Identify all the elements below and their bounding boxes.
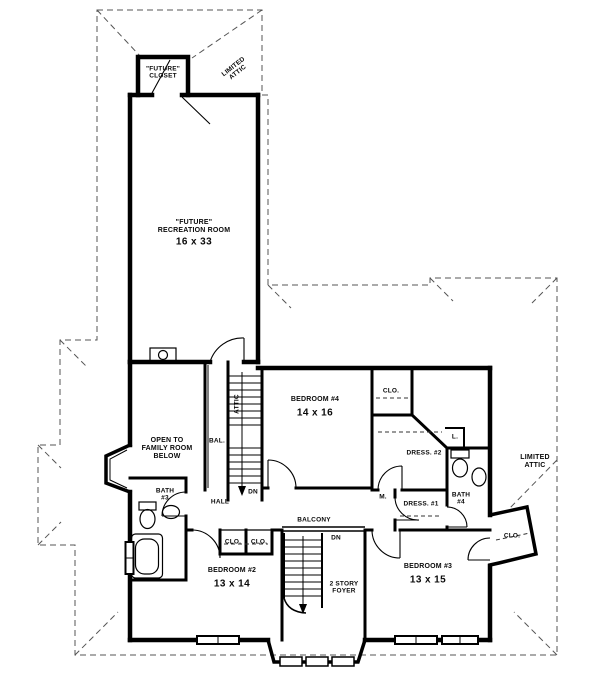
label-clo-bedroom3: CLO. — [503, 532, 521, 540]
exterior-walls — [127, 54, 493, 643]
bay-windows — [279, 656, 355, 667]
label-clo-hall-2: CLO. — [250, 538, 268, 546]
label-bal: BAL. — [209, 437, 225, 445]
label-bedroom3: BEDROOM #3 — [403, 562, 453, 570]
label-open-to-family-room: OPEN TO FAMILY ROOM BELOW — [141, 436, 193, 461]
label-bedroom3-size: 13 x 15 — [409, 574, 447, 586]
label-bath4: BATH #4 — [451, 491, 471, 506]
foyer-stairs-arrow — [299, 604, 307, 614]
label-dress2: DRESS. #2 — [406, 449, 442, 457]
closet-rods — [224, 397, 531, 545]
label-attic-stair: ATTIC — [233, 394, 241, 414]
label-foyer: 2 STORY FOYER — [329, 580, 359, 595]
bath3-fixtures — [130, 501, 181, 579]
foyer-stairs — [283, 533, 323, 614]
tub — [130, 533, 164, 579]
attic-stairs-arrow — [238, 486, 246, 496]
utility-unit — [149, 347, 177, 363]
label-hall: HALL — [210, 498, 230, 506]
label-dn-foyer: DN — [331, 534, 341, 542]
label-bath3: BATH #3 — [155, 487, 175, 502]
label-balcony: BALCONY — [297, 516, 331, 524]
label-linen: L. — [451, 433, 459, 441]
bay-window-lines — [109, 449, 128, 489]
toilet-tank — [450, 449, 470, 459]
windows — [124, 541, 479, 645]
label-m: M. — [379, 493, 387, 501]
toilet-tank — [138, 501, 157, 511]
label-bedroom2-size: 13 x 14 — [213, 578, 251, 590]
sink — [471, 467, 487, 487]
railings — [207, 365, 365, 532]
doors — [151, 59, 491, 561]
toilet-bowl — [139, 508, 156, 530]
label-clo-bedroom4: CLO. — [382, 387, 400, 395]
attic-stairs — [228, 372, 262, 486]
label-future-closet: "FUTURE" CLOSET — [145, 65, 181, 80]
label-recreation-size: 16 x 33 — [175, 236, 213, 248]
bath4-fixtures — [450, 449, 487, 487]
label-dress1: DRESS. #1 — [403, 500, 439, 508]
label-recreation-room: "FUTURE" RECREATION ROOM — [157, 218, 231, 234]
sink — [161, 504, 181, 520]
label-clo-hall-1: CLO. — [224, 538, 242, 546]
label-bedroom2: BEDROOM #2 — [207, 566, 257, 574]
window-mullions — [125, 557, 461, 644]
label-dn-hall: DN — [248, 488, 258, 496]
toilet-bowl — [451, 458, 469, 478]
label-limited-attic-right: LIMITED ATTIC — [520, 453, 550, 469]
label-bedroom4-size: 14 x 16 — [296, 407, 334, 419]
roof-outline — [37, 9, 558, 656]
label-bedroom4: BEDROOM #4 — [290, 395, 340, 403]
